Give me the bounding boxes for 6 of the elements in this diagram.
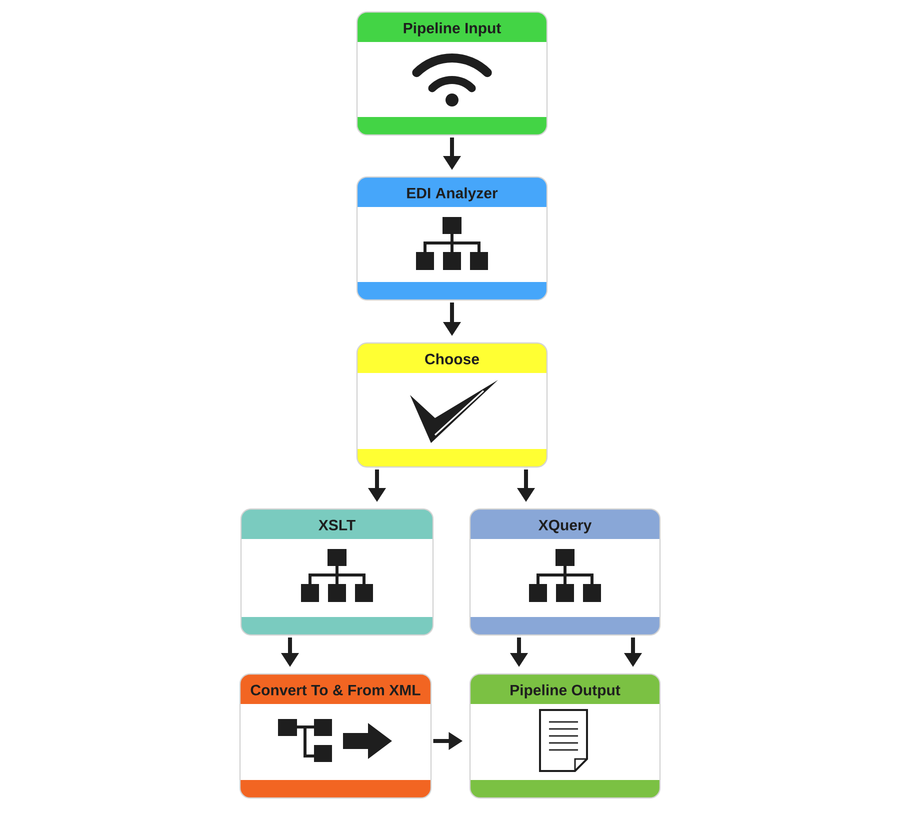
process-box: XQuery [469,508,661,636]
process-box: Choose [356,342,548,468]
process-box: Convert To & From XML [239,673,432,799]
process-box: XSLT [240,508,434,636]
process-box: Pipeline Input [356,11,548,136]
process-box: EDI Analyzer [356,176,548,301]
